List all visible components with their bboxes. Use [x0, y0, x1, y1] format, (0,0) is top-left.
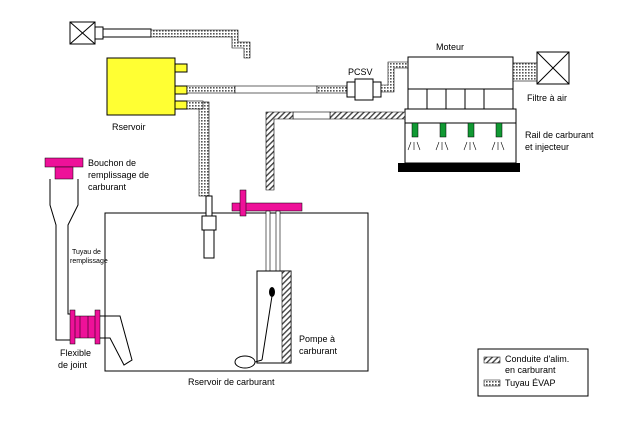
filler-cap-label-3: carburant [88, 182, 127, 192]
fuel-supply-pipe [292, 111, 331, 120]
legend [477, 348, 589, 397]
joint-label-1: Flexible [60, 348, 91, 358]
fuel-supply-elbow [265, 111, 294, 191]
evap-hose-to-tank [198, 101, 210, 197]
pump-label-1: Pompe à [299, 334, 335, 344]
pcsv-valve [346, 78, 382, 101]
filler-neck [49, 179, 79, 341]
joint-label-2: de joint [58, 360, 88, 370]
pcsv-label: PCSV [348, 67, 373, 77]
purge-hose-right [316, 85, 348, 94]
engine [398, 51, 570, 172]
fuel-tank [104, 212, 369, 372]
evap-hose-engine [380, 61, 409, 93]
evap-hose-elbow [186, 100, 204, 110]
legend-fuel-label-1: Conduite d'alim. [505, 354, 569, 364]
canister-label: Rservoir [112, 122, 146, 132]
tank-inlet-pipe [100, 315, 133, 366]
joint-hose [69, 309, 101, 345]
pump-label-2: carburant [299, 346, 338, 356]
purge-hose-left [186, 85, 236, 94]
fuel-pump [234, 270, 292, 369]
legend-fuel-swatch [483, 356, 501, 364]
filler-cap-label-1: Bouchon de [88, 158, 136, 168]
tank-label: Rservoir de carburant [188, 377, 275, 387]
legend-evap-label: Tuyau ÉVAP [505, 378, 556, 388]
legend-fuel-label-2: en carburant [505, 365, 556, 375]
rail-label-1: Rail de carburant [525, 130, 594, 140]
engine-label: Moteur [436, 42, 464, 52]
fuel-supply-line [329, 111, 406, 120]
canister-air-filter-icon [69, 21, 152, 45]
evap-hose-upper [150, 29, 251, 59]
injectors [407, 122, 505, 151]
vent-nipple [205, 195, 213, 217]
evap-canister [106, 57, 188, 116]
air-filter-label: Filtre à air [527, 93, 567, 103]
filler-cap [44, 157, 84, 180]
pump-flange [231, 189, 303, 217]
rollover-valve-body [203, 229, 215, 259]
filler-cap-label-2: remplissage de [88, 170, 149, 180]
legend-evap-swatch [483, 379, 501, 387]
filler-hose-label-2: remplissage [70, 258, 108, 265]
rail-label-2: et injecteur [525, 142, 569, 152]
rollover-valve [201, 215, 217, 231]
purge-pipe [234, 85, 318, 94]
filler-hose-label-1: Tuyau de [72, 249, 101, 256]
